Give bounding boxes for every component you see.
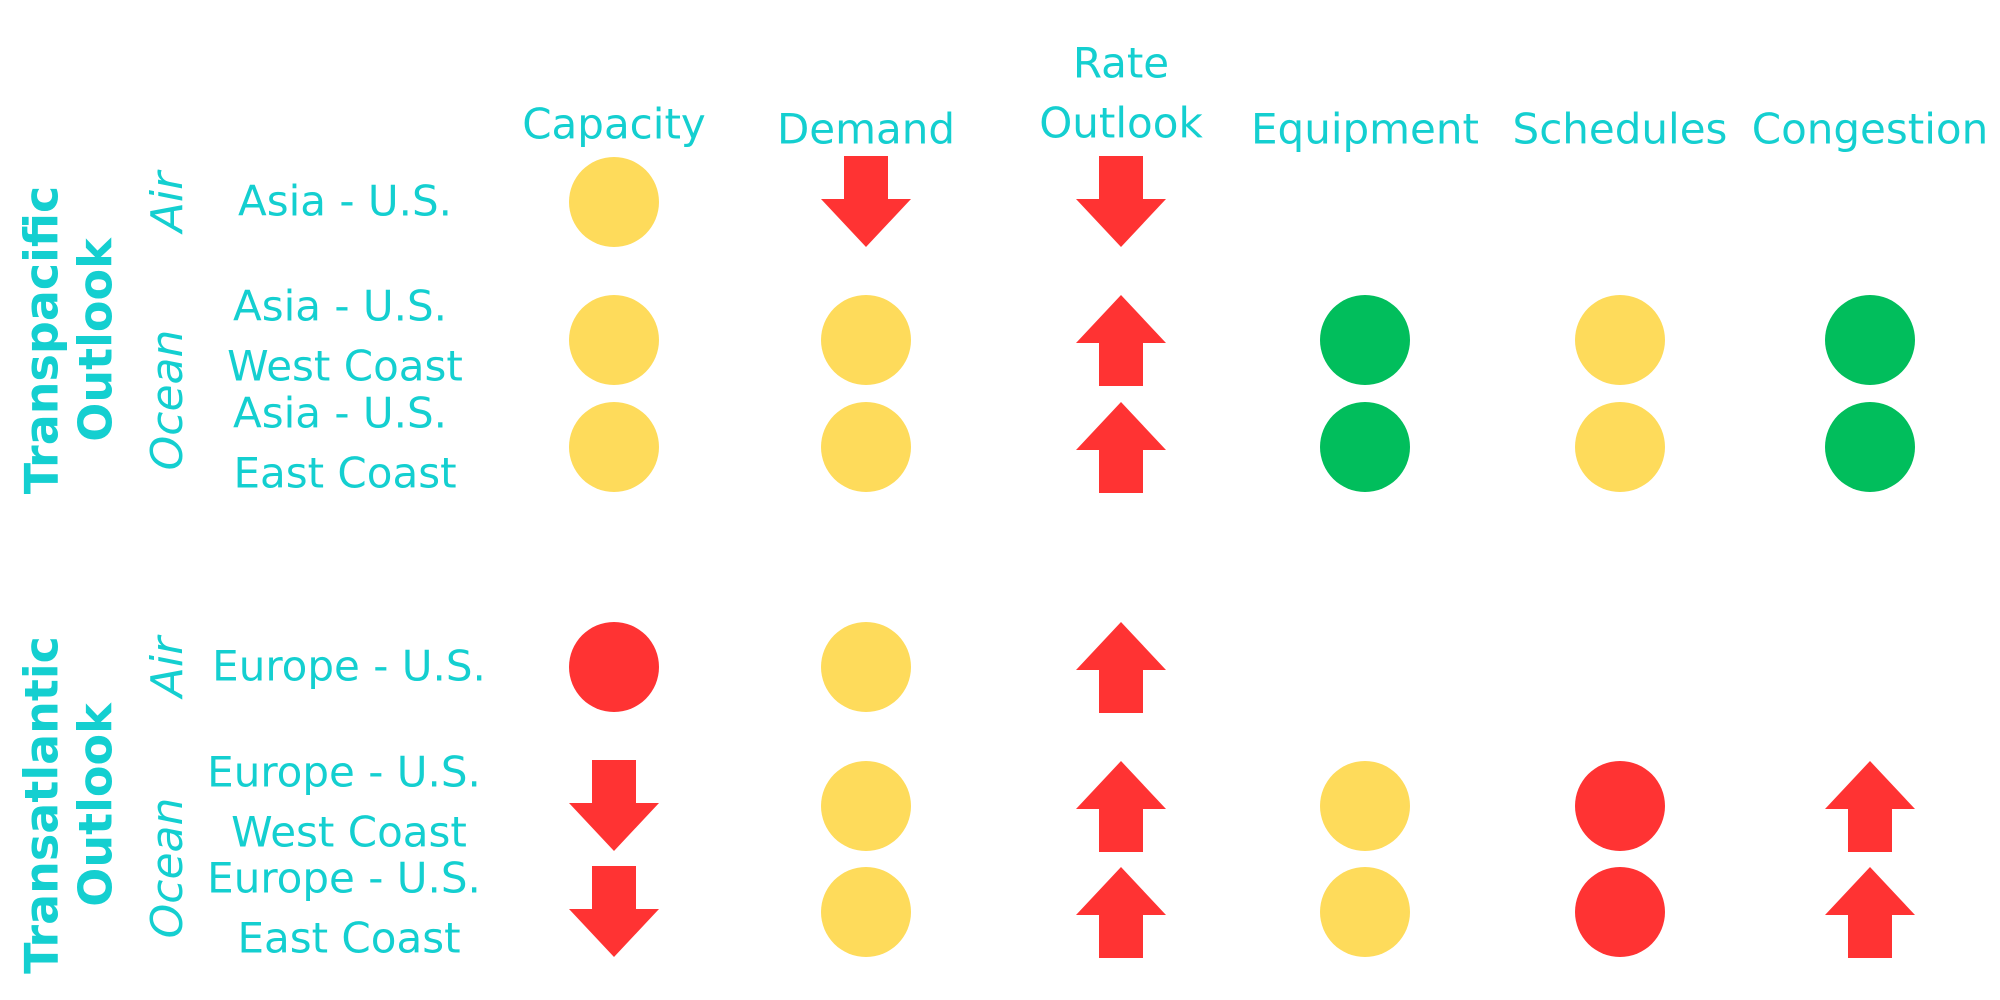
mode-label-air: Air xyxy=(142,634,193,700)
section-title: Transpacific xyxy=(15,186,69,495)
green-status-dot xyxy=(1825,402,1915,492)
up-arrow-icon xyxy=(1076,402,1166,493)
lane-label: West Coast xyxy=(231,808,467,857)
yellow-status-dot xyxy=(821,402,911,492)
column-header-capacity: Capacity xyxy=(522,100,706,149)
lane-label: Asia - U.S. xyxy=(233,389,447,438)
lane-label: West Coast xyxy=(227,342,463,391)
table-row: Europe - U.S. East Coast xyxy=(207,854,1915,963)
up-arrow-icon xyxy=(1825,761,1915,852)
mode-label-ocean: Ocean xyxy=(142,798,193,939)
yellow-status-dot xyxy=(821,867,911,957)
lane-label: Europe - U.S. xyxy=(207,748,481,797)
table-row: Europe - U.S. West Coast xyxy=(207,748,1915,857)
column-header-schedules: Schedules xyxy=(1513,105,1728,154)
red-status-dot xyxy=(569,622,659,712)
yellow-status-dot xyxy=(1320,761,1410,851)
lane-label: East Coast xyxy=(237,914,460,963)
up-arrow-icon xyxy=(1825,867,1915,958)
section-title: Transatlantic xyxy=(15,636,69,974)
column-header-demand: Demand xyxy=(777,105,955,154)
yellow-status-dot xyxy=(1320,867,1410,957)
table-row: Asia - U.S. xyxy=(238,156,1166,247)
section-title: Outlook xyxy=(69,702,123,907)
up-arrow-icon xyxy=(1076,761,1166,852)
column-header-equipment: Equipment xyxy=(1251,105,1479,154)
yellow-status-dot xyxy=(821,622,911,712)
yellow-status-dot xyxy=(569,157,659,247)
yellow-status-dot xyxy=(821,761,911,851)
yellow-status-dot xyxy=(569,402,659,492)
down-arrow-icon xyxy=(821,156,911,247)
down-arrow-icon xyxy=(569,866,659,957)
column-header-rate-outlook: Outlook xyxy=(1039,99,1203,148)
column-header-congestion: Congestion xyxy=(1752,105,1988,154)
up-arrow-icon xyxy=(1076,622,1166,713)
table-row: Europe - U.S. xyxy=(212,622,1166,713)
lane-label: Asia - U.S. xyxy=(238,177,452,226)
column-header-rate-outlook: Rate xyxy=(1073,39,1169,88)
yellow-status-dot xyxy=(1575,402,1665,492)
down-arrow-icon xyxy=(569,760,659,851)
lane-label: Europe - U.S. xyxy=(207,854,481,903)
up-arrow-icon xyxy=(1076,295,1166,386)
green-status-dot xyxy=(1320,402,1410,492)
yellow-status-dot xyxy=(1575,295,1665,385)
mode-label-ocean: Ocean xyxy=(142,330,193,471)
lane-label: Europe - U.S. xyxy=(212,642,486,691)
yellow-status-dot xyxy=(569,295,659,385)
mode-label-air: Air xyxy=(142,169,193,235)
down-arrow-icon xyxy=(1076,156,1166,247)
table-row: Asia - U.S. West Coast xyxy=(227,282,1915,391)
green-status-dot xyxy=(1320,295,1410,385)
green-status-dot xyxy=(1825,295,1915,385)
up-arrow-icon xyxy=(1076,867,1166,958)
table-row: Asia - U.S. East Coast xyxy=(233,389,1915,498)
section-title: Outlook xyxy=(69,237,123,442)
lane-label: East Coast xyxy=(233,449,456,498)
lane-label: Asia - U.S. xyxy=(233,282,447,331)
yellow-status-dot xyxy=(821,295,911,385)
red-status-dot xyxy=(1575,761,1665,851)
red-status-dot xyxy=(1575,867,1665,957)
